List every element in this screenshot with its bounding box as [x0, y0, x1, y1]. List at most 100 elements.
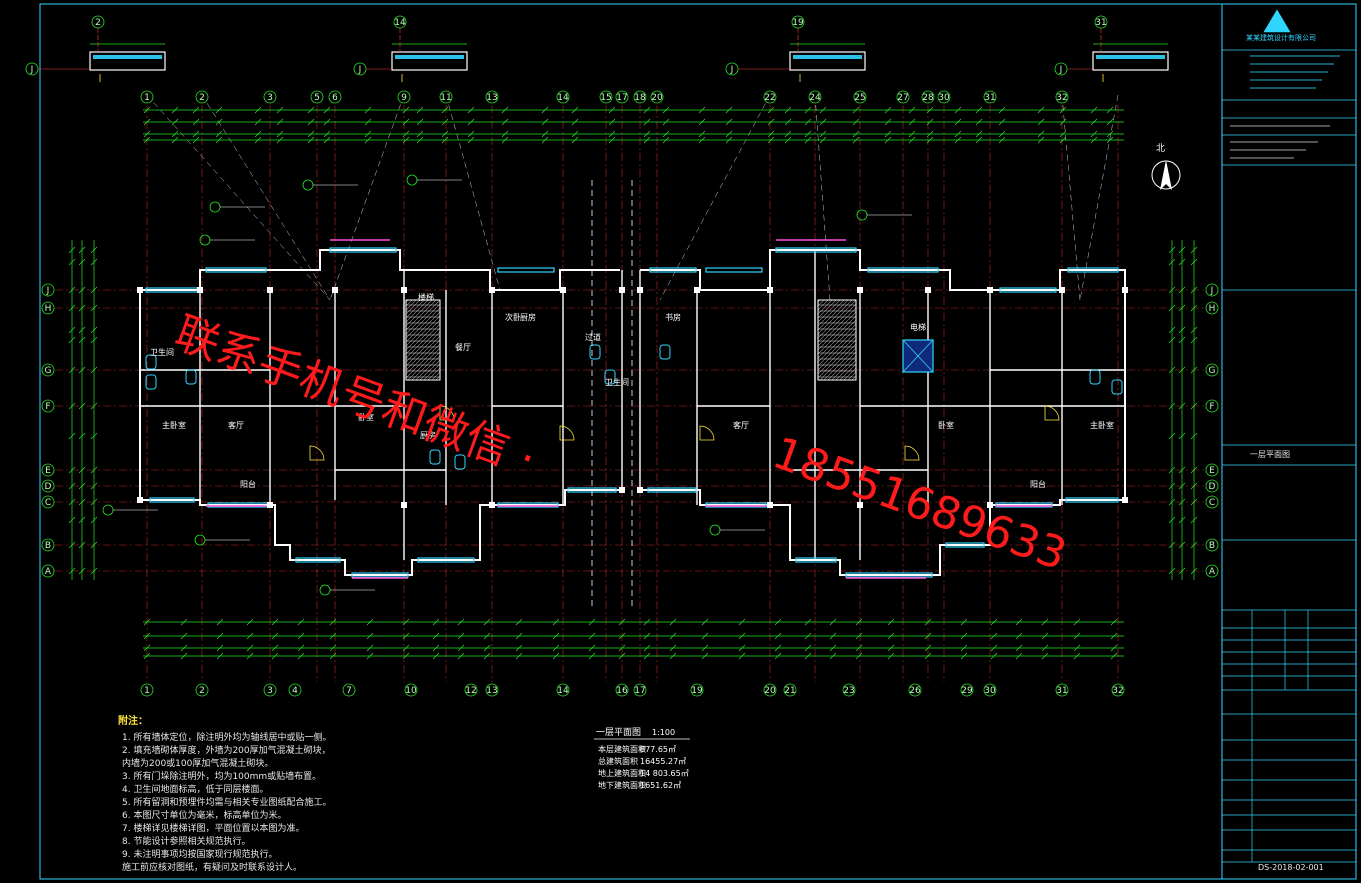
axis-bubble-bottom-label: 19 [691, 686, 703, 696]
axis-bubble-top-label: 25 [854, 93, 865, 103]
note-item: 2. 填充墙砌体厚度，外墙为200厚加气混凝土砌块， [122, 744, 331, 756]
stair-core [405, 299, 441, 381]
area-row-label: 总建筑面积 [598, 756, 638, 766]
area-row-value: 1651.62㎡ [640, 781, 681, 790]
callout-frame [391, 51, 468, 71]
axis-bubble-left-label: G [45, 366, 52, 376]
axis-bubble-left [41, 463, 55, 477]
window [795, 557, 837, 563]
dim-tick [926, 136, 934, 144]
dim-tick [307, 106, 315, 114]
axis-bubble-bottom-label: 3 [267, 686, 273, 696]
room-label: 楼梯 [418, 292, 434, 302]
dim-tick [926, 118, 934, 126]
dim-tick [307, 118, 315, 126]
axis-bubble-right [1205, 399, 1219, 413]
dim-tick [926, 106, 934, 114]
dim-tick [669, 652, 677, 660]
dim-tick [1190, 402, 1198, 410]
dim-tick [975, 106, 983, 114]
axis-bubble-top [633, 90, 647, 104]
axis-bubble-bottom [342, 683, 356, 697]
dim-tick [180, 644, 188, 652]
note-item: 8. 节能设计参照相关规范执行。 [122, 835, 250, 847]
window [351, 572, 409, 578]
dim-tick [364, 118, 372, 126]
dim-tick [515, 618, 523, 626]
axis-bubble-bottom [960, 683, 974, 697]
window [705, 502, 767, 508]
axis-bubble-label: 19 [792, 18, 804, 28]
dim-tick [271, 632, 279, 640]
dim-tick [1190, 246, 1198, 254]
axis-bubble-top [1055, 90, 1069, 104]
dim-tick [924, 632, 932, 640]
axis-bubble-left [41, 564, 55, 578]
callout-detail: 31J [1054, 15, 1169, 82]
dim-tick [1190, 366, 1198, 374]
dim-tick [960, 652, 968, 660]
dim-tick [1168, 498, 1176, 506]
column [1122, 497, 1128, 503]
dim-tick [1041, 644, 1049, 652]
dim-tick [215, 118, 223, 126]
window [647, 487, 697, 493]
dim-tick [402, 644, 410, 652]
dim-tick [908, 118, 916, 126]
dim-tick [271, 644, 279, 652]
dim-tick [441, 136, 449, 144]
dim-tick [908, 130, 916, 138]
dim-tick [819, 118, 827, 126]
leader-line [1079, 94, 1119, 301]
axis-bubble-top-label: 27 [897, 93, 908, 103]
dim-tick [216, 644, 224, 652]
dim-tick [908, 136, 916, 144]
axis-bubble-bottom-label: 17 [634, 686, 645, 696]
dim-tick [68, 246, 76, 254]
dim-tick [402, 136, 410, 144]
window [1065, 497, 1119, 503]
axis-bubble-left-label: C [45, 498, 51, 508]
axis-bubble-top [853, 90, 867, 104]
dim-tick [804, 652, 812, 660]
axis-bubble-top [310, 90, 324, 104]
dim-tick [78, 402, 86, 410]
axis-bubble-bottom [842, 683, 856, 697]
dim-tick [784, 136, 792, 144]
dim-tick [501, 130, 509, 138]
dim-tick [402, 130, 410, 138]
dim-tick [990, 632, 998, 640]
dim-tick [975, 130, 983, 138]
dim-tick [416, 130, 424, 138]
fixture [1111, 379, 1123, 395]
note-item: 1. 所有墙体定位，除注明外均为轴线居中或贴一侧。 [122, 731, 331, 743]
window [329, 247, 397, 253]
axis-lines [55, 94, 1210, 682]
dim-tick [1190, 498, 1198, 506]
axis-bubble-bottom [464, 683, 478, 697]
axis-bubble-bottom-label: 14 [557, 686, 569, 696]
axis-bubble-bottom [140, 683, 154, 697]
dim-tick [954, 136, 962, 144]
room-label: 次卧 [505, 312, 521, 322]
dim-tick [68, 286, 76, 294]
axis-bubble-top-label: 28 [922, 93, 934, 103]
dim-tick [1073, 632, 1081, 640]
dim-tick [738, 644, 746, 652]
callout-frame [89, 51, 166, 71]
dim-tick [90, 516, 98, 524]
axis-bubble-top [439, 90, 453, 104]
dim-tick [78, 286, 86, 294]
door-swing [699, 425, 715, 441]
dim-tick [669, 644, 677, 652]
axis-bubble-bottom [763, 683, 777, 697]
drawing-name-small: 一层平面图 [1250, 450, 1290, 459]
dim-tick [276, 118, 284, 126]
dim-tick [366, 618, 374, 626]
axis-bubble-bottom [633, 683, 647, 697]
callout-window [1096, 55, 1165, 59]
axis-bubble-right-label: H [1209, 304, 1216, 314]
